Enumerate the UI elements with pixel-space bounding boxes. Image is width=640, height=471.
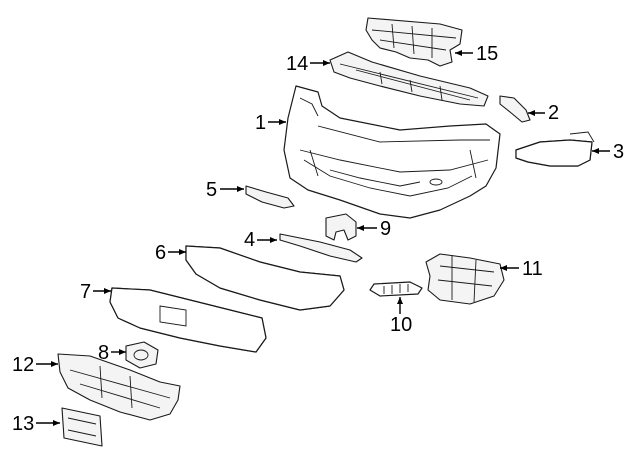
callout-1: 1: [255, 112, 286, 134]
callout-label: 4: [244, 229, 255, 251]
callout-13: 13: [12, 413, 60, 435]
part-14-reinforcement: [329, 51, 489, 107]
part-5-molding: [245, 185, 295, 209]
callout-label: 3: [613, 141, 624, 163]
callout-8: 8: [98, 342, 126, 364]
callout-label: 13: [12, 413, 34, 435]
callout-label: 5: [206, 179, 217, 201]
callout-11: 11: [500, 258, 543, 280]
part-11-lamp-bracket: [425, 253, 505, 305]
part-2-bracket: [499, 95, 531, 123]
part-10-vent: [369, 281, 423, 297]
part-7-lower-grille: [109, 287, 267, 353]
callout-label: 7: [80, 281, 91, 303]
part-6-upper-grille: [185, 245, 345, 311]
callout-5: 5: [206, 179, 244, 201]
part-1-bumper-cover: [283, 85, 501, 219]
callout-14: 14: [286, 53, 330, 75]
part-3-side-grille: [515, 131, 595, 167]
callout-label: 9: [380, 218, 391, 240]
callout-label: 1: [255, 112, 266, 134]
part-15-absorber: [365, 17, 463, 67]
callout-label: 12: [12, 354, 34, 376]
part-4-trim-strip: [279, 233, 363, 263]
part-9-clip: [325, 213, 357, 241]
callout-12: 12: [12, 354, 58, 376]
callout-10: 10: [390, 297, 412, 336]
part-13-plate-bracket: [61, 407, 103, 447]
callout-label: 11: [522, 258, 543, 280]
callout-label: 2: [548, 102, 559, 124]
callout-label: 8: [98, 342, 109, 364]
callout-7: 7: [80, 281, 111, 303]
callout-3: 3: [592, 141, 624, 163]
callout-label: 6: [155, 242, 166, 264]
callout-6: 6: [155, 242, 186, 264]
part-8-bezel: [125, 341, 159, 369]
callout-label: 10: [390, 314, 412, 336]
callout-2: 2: [528, 102, 559, 124]
callout-9: 9: [357, 218, 391, 240]
callout-label: 14: [286, 53, 308, 75]
callout-label: 15: [476, 43, 498, 65]
part-12-skid-plate: [57, 353, 181, 421]
callout-4: 4: [244, 229, 277, 251]
callout-15: 15: [455, 43, 498, 65]
